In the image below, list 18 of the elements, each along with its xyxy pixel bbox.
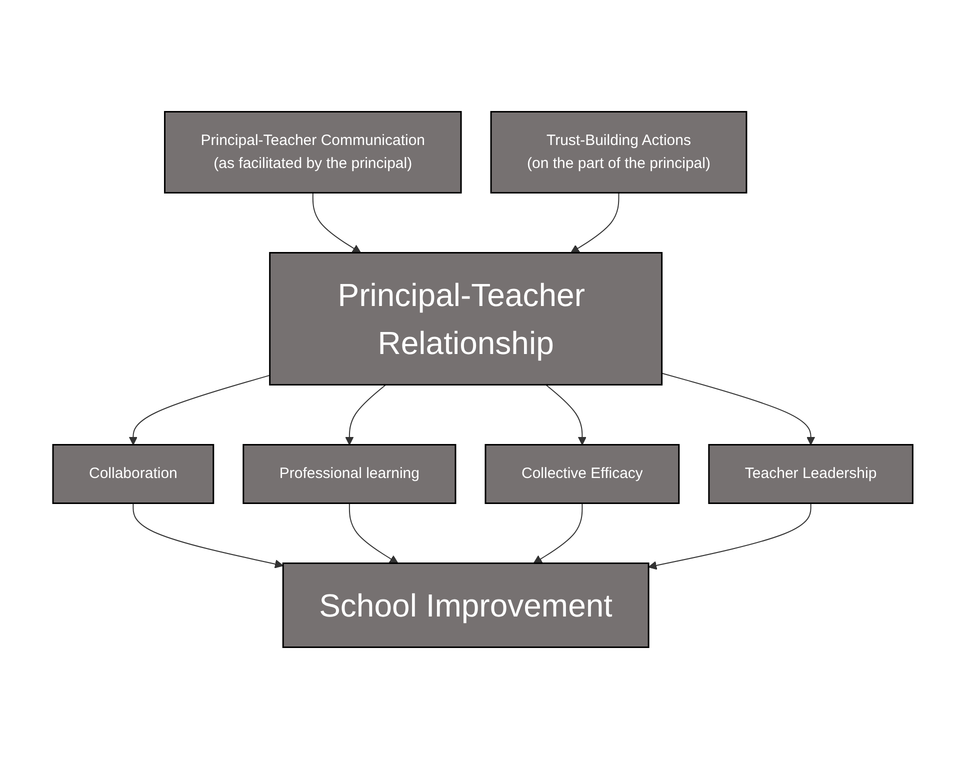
- arrow: [533, 502, 583, 564]
- arrow: [648, 502, 812, 570]
- arrow: [349, 502, 398, 564]
- node-box: Teacher Leadership: [708, 444, 914, 504]
- arrow: [132, 502, 284, 568]
- node-box: Professional learning: [242, 444, 456, 504]
- node-box: Collaboration: [52, 444, 214, 504]
- arrow: [345, 384, 386, 446]
- node-box: Trust-Building Actions (on the part of the principal): [490, 111, 748, 194]
- arrow: [661, 372, 816, 446]
- node-box: School Improvement: [282, 562, 650, 648]
- arrow: [128, 374, 270, 446]
- arrow: [570, 192, 620, 254]
- node-box: Principal-Teacher Communication (as facilitated by the principal): [164, 111, 462, 194]
- arrow: [546, 384, 587, 446]
- node-box: Collective Efficacy: [484, 444, 680, 504]
- node-box: Principal-Teacher Relationship: [269, 252, 663, 386]
- arrow: [312, 192, 362, 254]
